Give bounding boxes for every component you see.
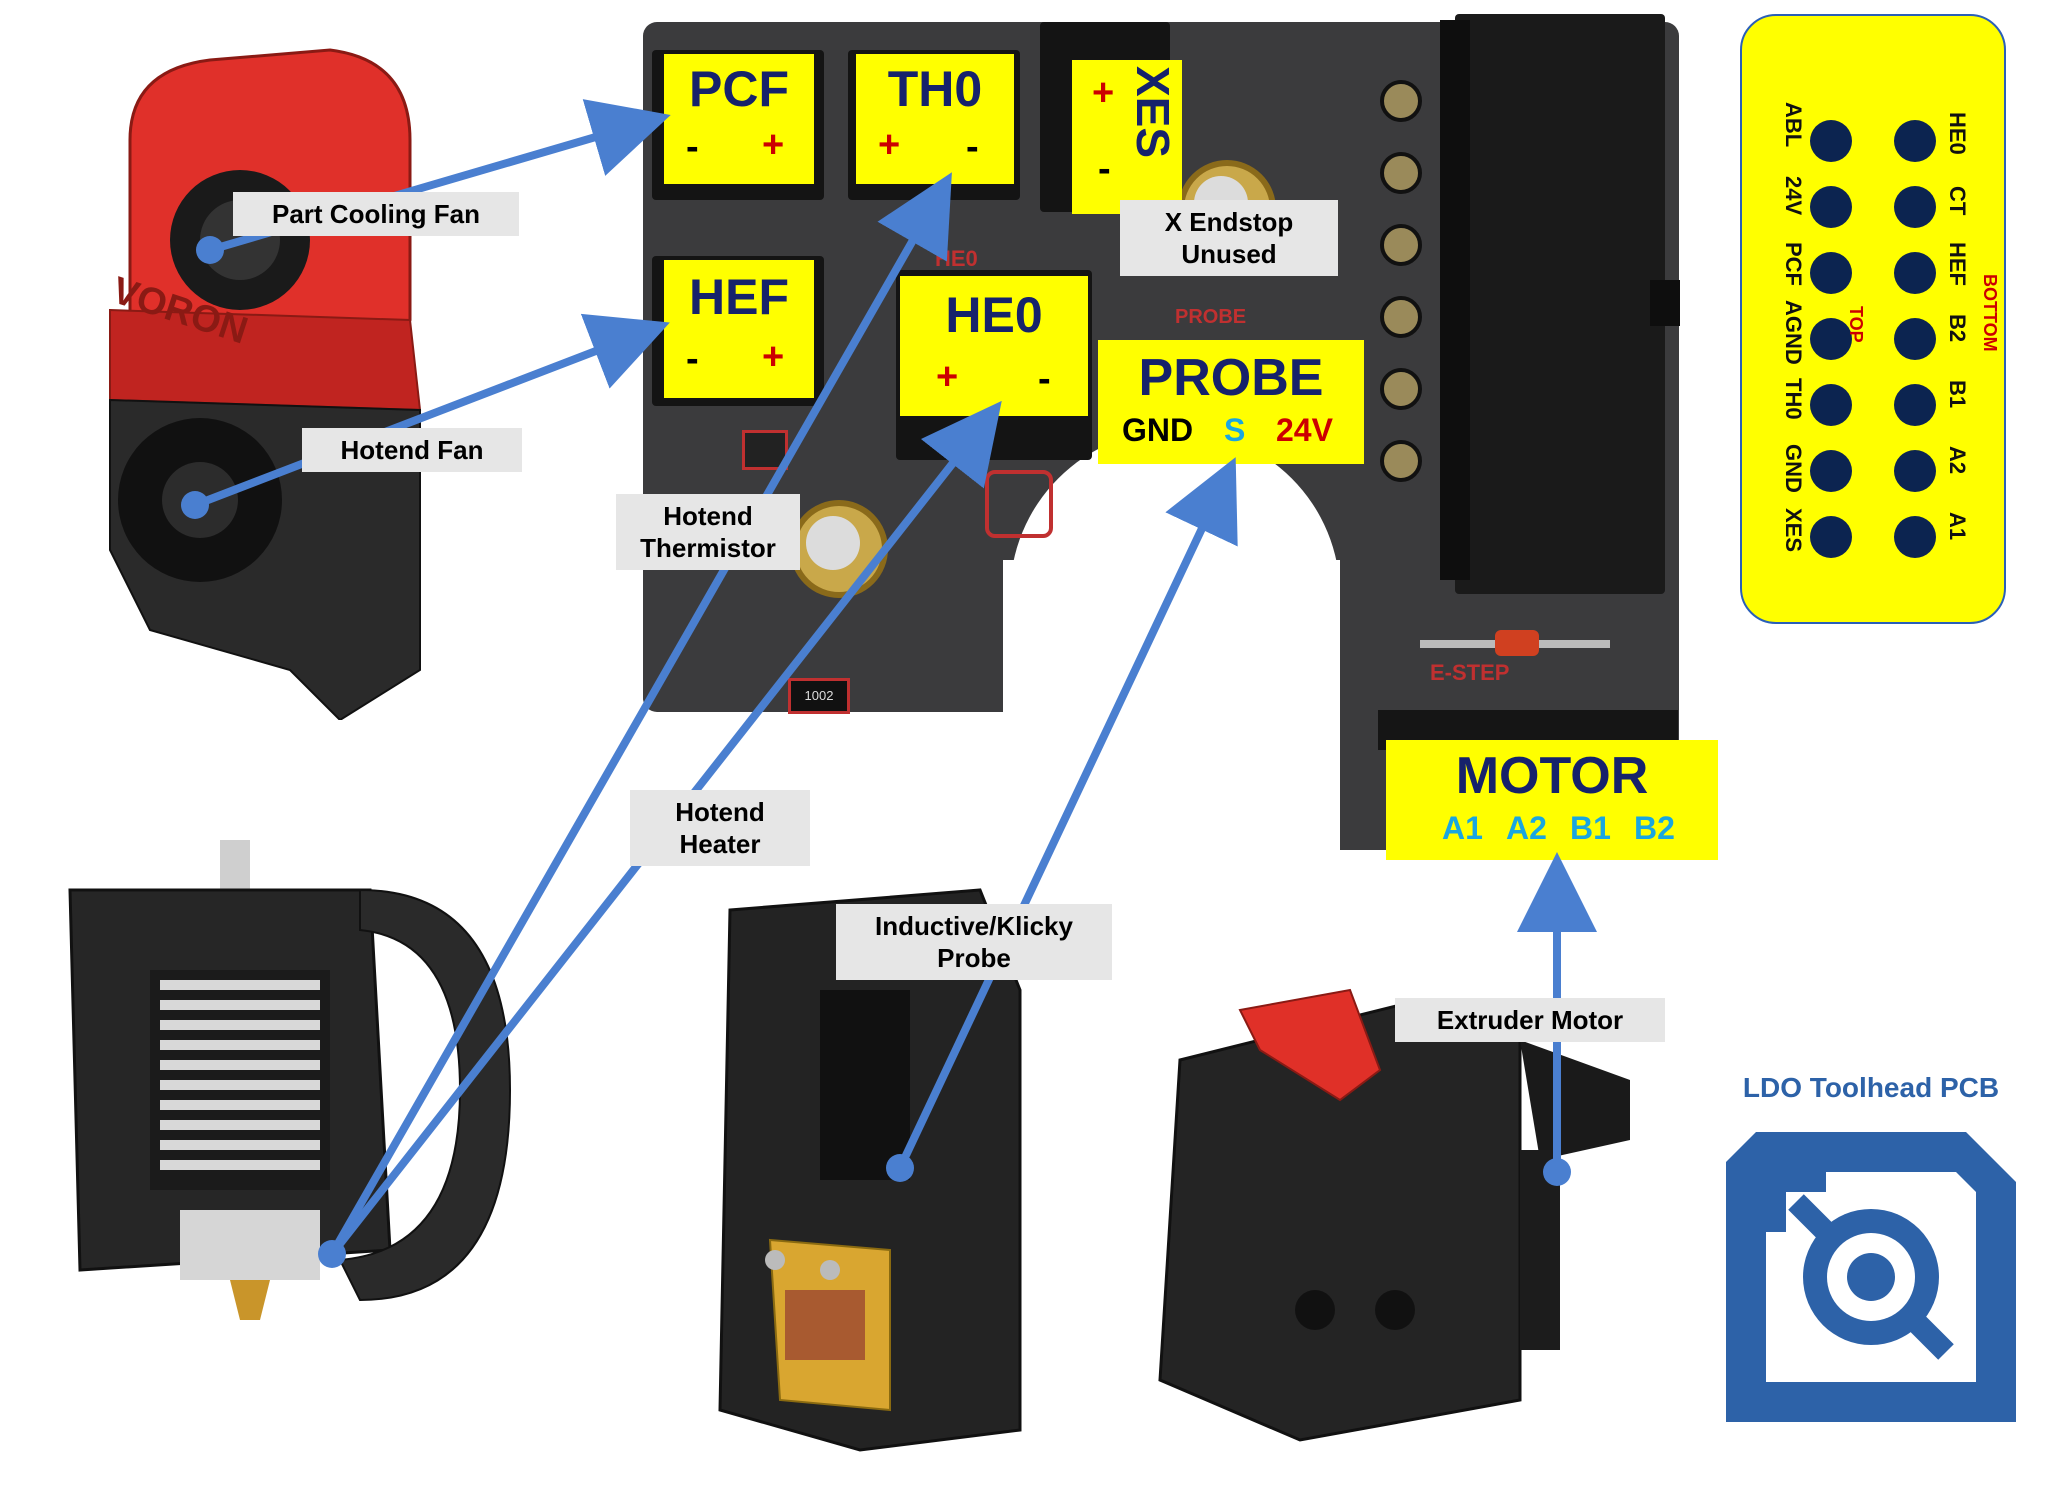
xes-plus: + [1092, 72, 1115, 114]
arrow-origin-pcf [196, 236, 224, 264]
pcf-plus: + [762, 124, 785, 166]
probe-slot [820, 990, 910, 1180]
th0-minus: - [966, 126, 979, 168]
callout-hotend-heater-line1: Hotend [675, 797, 765, 827]
hef-name: HEF [689, 269, 789, 325]
callout-x-endstop-line1: X Endstop [1164, 207, 1294, 237]
probe-name: PROBE [1138, 349, 1324, 407]
pcf-name: PCF [689, 61, 789, 117]
callout-part-cooling-fan-text: Part Cooling Fan [272, 199, 480, 229]
pin-marker [1894, 384, 1936, 426]
hef-minus: - [686, 338, 699, 380]
pin-marker [1894, 120, 1936, 162]
pin-marker [1894, 186, 1936, 228]
th0-connector-label: TH0 + - [856, 54, 1014, 184]
callout-extruder-motor-text: Extruder Motor [1436, 1005, 1624, 1035]
probe-sensor [785, 1290, 865, 1360]
callout-probe-line1: Inductive/Klicky [875, 911, 1073, 941]
probe-connector-label: PROBE GND S 24V [1098, 340, 1364, 464]
he0-plus: + [936, 356, 959, 398]
main-side-connector [1455, 14, 1665, 594]
logo-title: LDO Toolhead PCB [1742, 1072, 2000, 1103]
pin-marker [1810, 120, 1852, 162]
motor-a2: A2 [1506, 810, 1547, 846]
callout-hotend-heater: Hotend Heater [630, 790, 810, 866]
resistor-1002: 1002 [788, 678, 850, 714]
heatsink-fins [160, 980, 320, 1170]
main-connector-housing [1440, 20, 1470, 580]
callout-hotend-thermistor: Hotend Thermistor [616, 494, 800, 570]
pin-marker [1894, 516, 1936, 558]
probe-24v: 24V [1276, 412, 1333, 448]
arrow-origin-hef [181, 491, 209, 519]
pcf-minus: - [686, 126, 699, 168]
heater-block [180, 1210, 320, 1280]
hef-connector-label: HEF - + [664, 260, 814, 398]
pcb-arch [1003, 560, 1340, 820]
header-pins [1380, 80, 1460, 530]
pin-marker [1810, 252, 1852, 294]
motor-b1: B1 [1570, 810, 1611, 846]
motor-back [1520, 1040, 1630, 1160]
he0-connector-label: HE0 + - [900, 276, 1088, 416]
pin-marker [1894, 318, 1936, 360]
arrow-origin-motor [1543, 1158, 1571, 1186]
pin-marker [1810, 450, 1852, 492]
pin-marker [1810, 186, 1852, 228]
xes-minus: - [1098, 148, 1111, 190]
callout-hotend-fan: Hotend Fan [302, 428, 522, 472]
silkscreen-probe: PROBE [1175, 306, 1247, 328]
th0-plus: + [878, 124, 901, 166]
probe-gnd: GND [1122, 412, 1194, 448]
callout-hotend-thermistor-line2: Thermistor [640, 533, 776, 563]
diode-body [1495, 630, 1539, 656]
arrow-origin-hotend [318, 1240, 346, 1268]
pin-marker [1810, 384, 1852, 426]
duct-side [338, 888, 512, 1302]
th0-name: TH0 [887, 61, 983, 117]
motor-name: MOTOR [1455, 747, 1649, 805]
silkscreen-estep: E-STEP [1430, 660, 1510, 685]
callout-probe: Inductive/Klicky Probe [836, 904, 1112, 980]
arrow-th0 [328, 172, 952, 1256]
smd-component [742, 430, 788, 470]
arrow-probe [896, 457, 1238, 1170]
arrow-origin-probe [886, 1154, 914, 1182]
pin-legend: ABL 24V PCF AGND TH0 GND XES HE0 CT HEF … [1740, 14, 2006, 624]
he0-name: HE0 [945, 287, 1043, 343]
pin-marker [1810, 516, 1852, 558]
motor-b2: B2 [1634, 810, 1675, 846]
motor-a1: A1 [1442, 810, 1483, 846]
hef-plus: + [762, 336, 785, 378]
ldo-logo-icon [1726, 1132, 2016, 1422]
pin-marker [1894, 252, 1936, 294]
callout-hotend-thermistor-line1: Hotend [663, 501, 753, 531]
he0-minus: - [1038, 358, 1051, 400]
callout-part-cooling-fan: Part Cooling Fan [233, 192, 519, 236]
extruder-latch [1238, 988, 1382, 1102]
mounting-hole-center [806, 516, 860, 570]
motor-connector-label: MOTOR A1 A2 B1 B2 [1386, 740, 1718, 860]
callout-x-endstop-line2: Unused [1181, 239, 1277, 269]
callout-hotend-heater-line2: Heater [679, 829, 761, 859]
hotend-assembly [68, 840, 512, 1320]
voron-logo-mark [985, 470, 1053, 538]
connector-latch [1650, 280, 1680, 326]
xes-connector-label: + - XES [1072, 60, 1182, 214]
probe-assembly [718, 888, 1022, 1452]
extruder-assembly [1158, 988, 1630, 1442]
callout-probe-line2: Probe [937, 943, 1011, 973]
callout-hotend-fan-text: Hotend Fan [340, 435, 484, 465]
callout-x-endstop: X Endstop Unused [1120, 200, 1338, 276]
pin-marker [1894, 450, 1936, 492]
pin-marker [1810, 318, 1852, 360]
probe-s: S [1224, 412, 1246, 448]
callout-extruder-motor: Extruder Motor [1395, 998, 1665, 1042]
arrow-hef [193, 313, 670, 509]
pcf-connector-label: PCF - + [664, 54, 814, 184]
nozzle [230, 1280, 270, 1320]
